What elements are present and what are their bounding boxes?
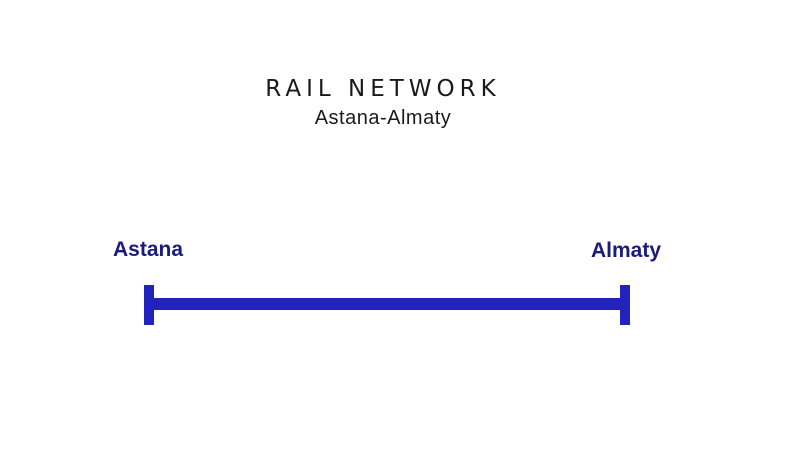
diagram-subtitle: Astana-Almaty <box>314 107 452 129</box>
diagram-title: RAIL NETWORK <box>265 76 501 102</box>
station-label-almaty: Almaty <box>591 239 662 262</box>
diagram-title-block: RAIL NETWORK Astana-Almaty <box>0 76 766 130</box>
rail-track-bar <box>149 298 625 310</box>
rail-endpoint-cap-almaty <box>620 285 630 325</box>
rail-endpoint-cap-astana <box>144 285 154 325</box>
station-label-astana: Astana <box>113 238 184 261</box>
